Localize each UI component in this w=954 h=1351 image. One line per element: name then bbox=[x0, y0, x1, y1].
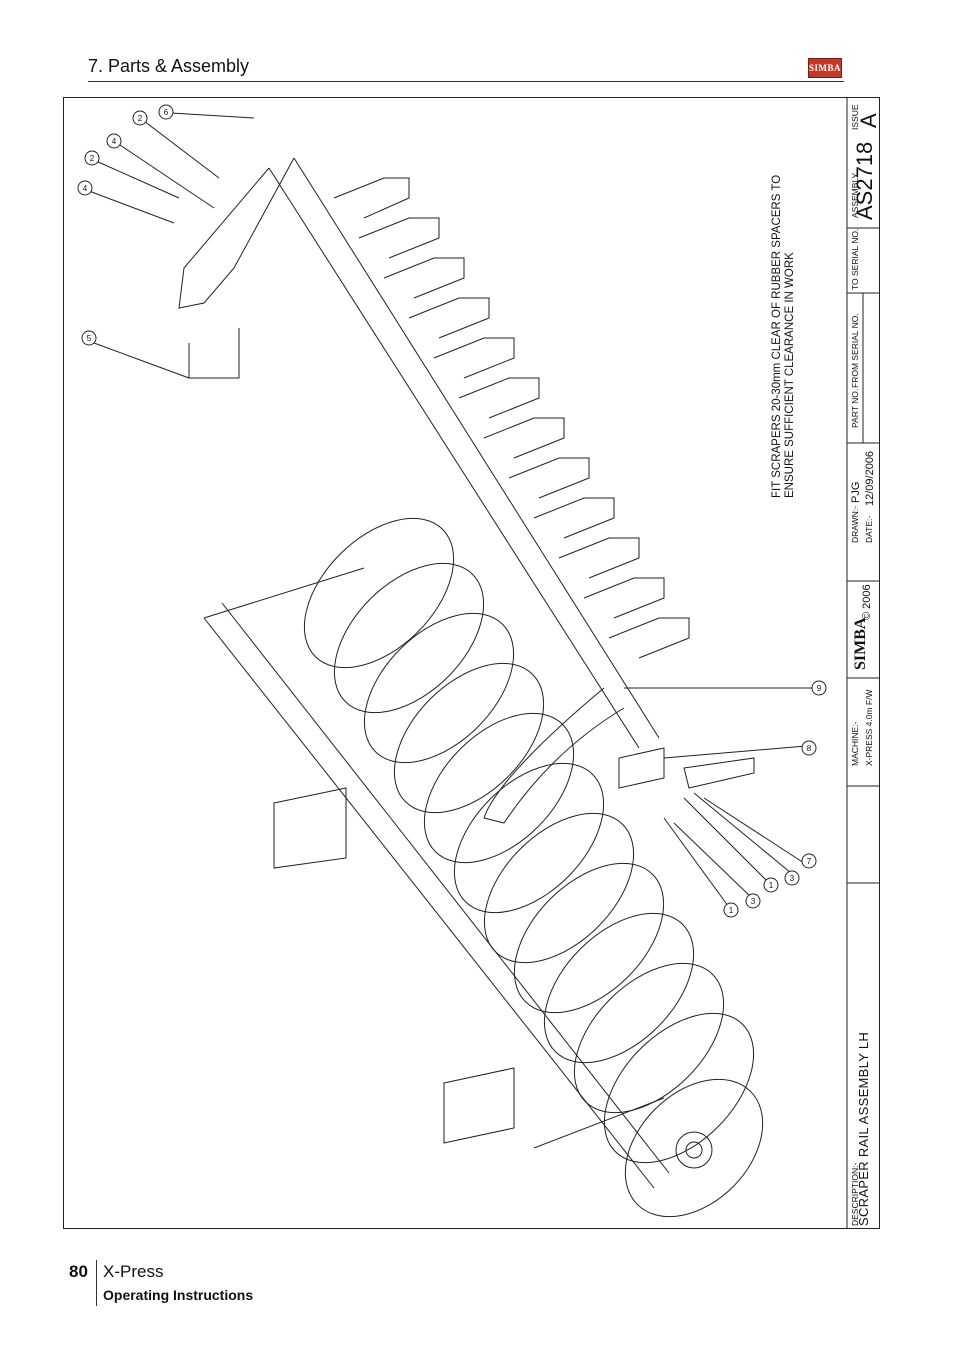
callout-label: 6 bbox=[164, 108, 169, 117]
callout-label: 8 bbox=[807, 744, 812, 753]
header-rule bbox=[88, 81, 844, 82]
callout-label: 2 bbox=[90, 154, 95, 163]
callout-label: 1 bbox=[769, 881, 774, 890]
copyright-text: © 2006 bbox=[861, 584, 873, 620]
description-value: SCRAPER RAIL ASSEMBLY LH bbox=[856, 1031, 871, 1226]
document-subtitle: Operating Instructions bbox=[103, 1287, 254, 1303]
from-serial-label: FROM SERIAL NO. bbox=[850, 313, 860, 388]
callout-label: 5 bbox=[87, 334, 92, 343]
callout-label: 7 bbox=[807, 857, 812, 866]
section-title: 7. Parts & Assembly bbox=[88, 56, 250, 76]
machine-value: X-PRESS 4.0m F/W bbox=[864, 689, 874, 766]
issue-value: A bbox=[856, 113, 881, 128]
drawing-frame: 6 2 4 2 4 5 9 8 7 3 1 3 1 FIT SCRAPERS 2… bbox=[63, 97, 881, 1229]
footer-divider bbox=[96, 1260, 97, 1306]
date-value: 12/09/2006 bbox=[864, 450, 876, 506]
simba-logo: SIMBA bbox=[808, 58, 842, 78]
callout-label: 9 bbox=[817, 684, 822, 693]
drawn-value: PJG bbox=[850, 481, 862, 503]
callout-label: 3 bbox=[790, 874, 795, 883]
callout-label: 4 bbox=[112, 137, 117, 146]
callout-label: 1 bbox=[729, 906, 734, 915]
product-name: X-Press bbox=[103, 1262, 164, 1281]
drawn-label: DRAWN:- bbox=[850, 506, 860, 543]
to-serial-label: TO SERIAL NO. bbox=[850, 228, 860, 290]
assembly-number: AS2718 bbox=[852, 141, 877, 220]
callout-label: 2 bbox=[138, 114, 143, 123]
callout-label: 4 bbox=[83, 184, 88, 193]
date-label: DATE:- bbox=[864, 515, 874, 543]
page-number: 80 bbox=[69, 1262, 88, 1281]
callout-label: 3 bbox=[751, 897, 756, 906]
machine-label: MACHINE:- bbox=[850, 721, 860, 766]
assembly-note: FIT SCRAPERS 20-30mm CLEAR OF RUBBER SPA… bbox=[771, 174, 796, 498]
assembly-drawing: 6 2 4 2 4 5 9 8 7 3 1 3 1 bbox=[77, 98, 879, 1228]
part-no-label: PART NO. bbox=[850, 388, 860, 428]
simba-title-block-logo: SIMBA bbox=[852, 617, 869, 670]
